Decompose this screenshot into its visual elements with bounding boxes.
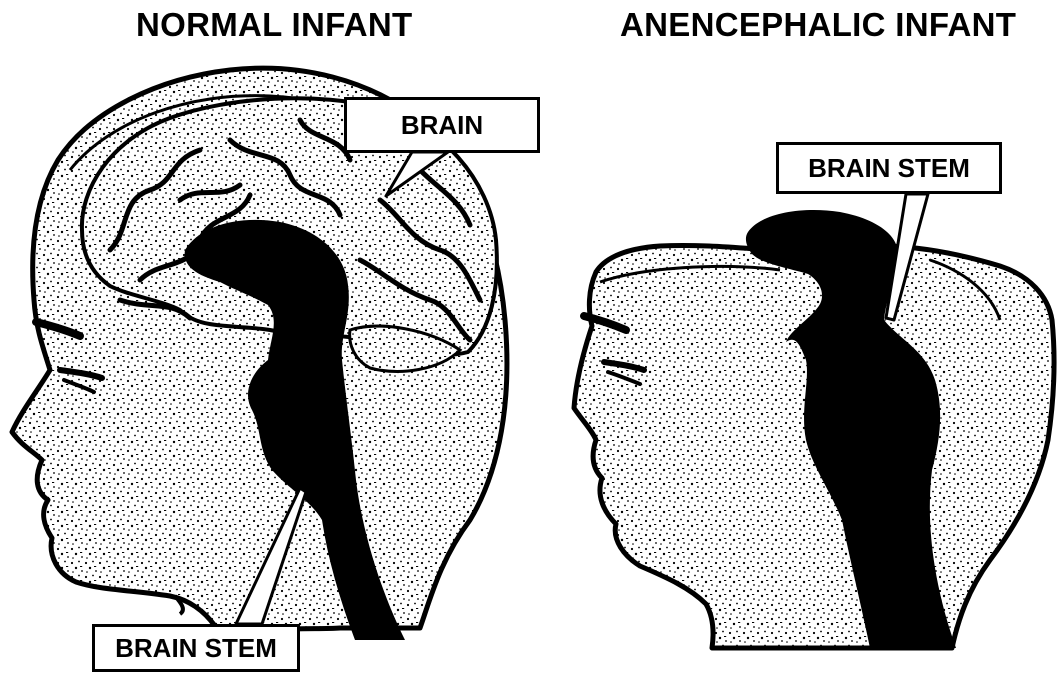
normal-infant-heading: NORMAL INFANT (136, 6, 412, 44)
anencephalic-infant-heading: ANENCEPHALIC INFANT (620, 6, 1016, 44)
anencephalic-infant-figure (574, 210, 1054, 648)
brain-stem-right-label: BRAIN STEM (776, 142, 1002, 194)
brain-label: BRAIN (344, 97, 540, 153)
brain-stem-left-label: BRAIN STEM (92, 624, 300, 672)
